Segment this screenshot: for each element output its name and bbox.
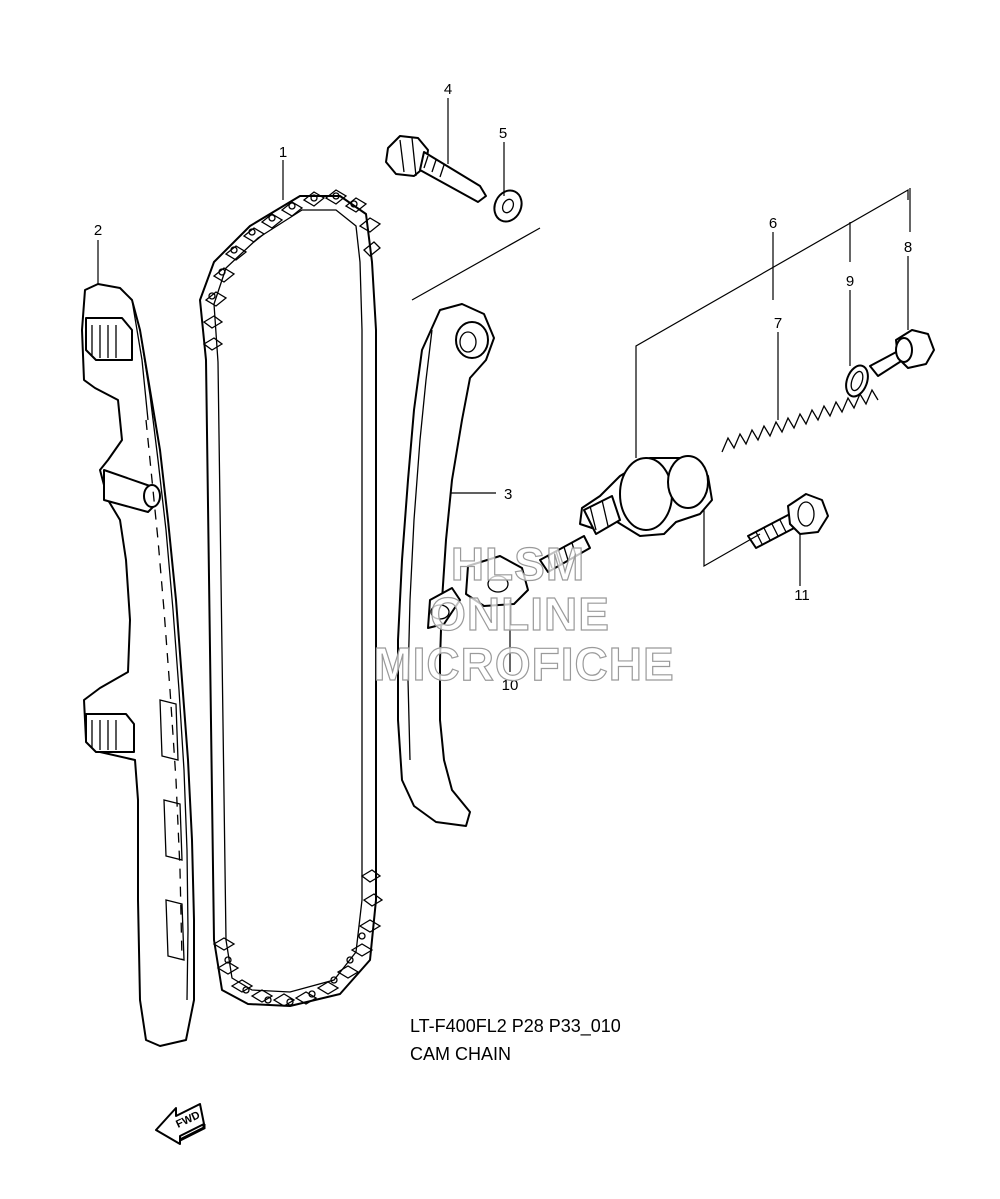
part-5-washer[interactable] [489, 186, 526, 226]
callout-5[interactable]: 5 [499, 125, 507, 142]
fwd-arrow-icon: FWD [155, 1103, 206, 1145]
leader-lines [97, 98, 909, 672]
part-10-gasket[interactable] [465, 555, 529, 607]
part-3-tensioner-arm[interactable] [397, 227, 541, 827]
part-11-bolt[interactable] [747, 493, 829, 549]
part-4-pivot-bolt[interactable] [385, 135, 487, 203]
assembly-lines [635, 188, 911, 568]
model-code: LT-F400FL2 P28 P33_010 [410, 1016, 621, 1037]
caption-block: LT-F400FL2 P28 P33_010 CAM CHAIN [410, 1016, 621, 1064]
part-1-cam-chain[interactable] [199, 189, 384, 1007]
callout-9[interactable]: 9 [846, 273, 854, 290]
part-9-o-ring[interactable] [842, 363, 872, 400]
callout-10[interactable]: 10 [502, 677, 519, 694]
callout-7[interactable]: 7 [774, 315, 782, 332]
watermark-line2: ONLINE [430, 588, 610, 640]
callout-6[interactable]: 6 [769, 215, 777, 232]
callout-11[interactable]: 11 [794, 587, 810, 604]
callout-2[interactable]: 2 [94, 222, 102, 239]
callout-3[interactable]: 3 [504, 486, 512, 503]
callout-8[interactable]: 8 [904, 239, 912, 256]
callout-4[interactable]: 4 [444, 81, 452, 98]
watermark-line3: MICROFICHE [373, 638, 674, 690]
part-2-chain-guide[interactable] [81, 283, 195, 1047]
group-name: CAM CHAIN [410, 1044, 511, 1064]
watermark-line1: HLSM [451, 538, 585, 590]
callout-labels: 1 2 3 4 5 6 7 8 9 10 11 [94, 81, 912, 694]
callout-1[interactable]: 1 [279, 144, 287, 161]
part-6-tensioner-adjuster[interactable] [539, 455, 713, 573]
part-7-spring[interactable] [721, 388, 879, 453]
watermark: HLSM ONLINE MICROFICHE [373, 537, 675, 690]
part-8-cap-bolt[interactable] [869, 329, 935, 377]
